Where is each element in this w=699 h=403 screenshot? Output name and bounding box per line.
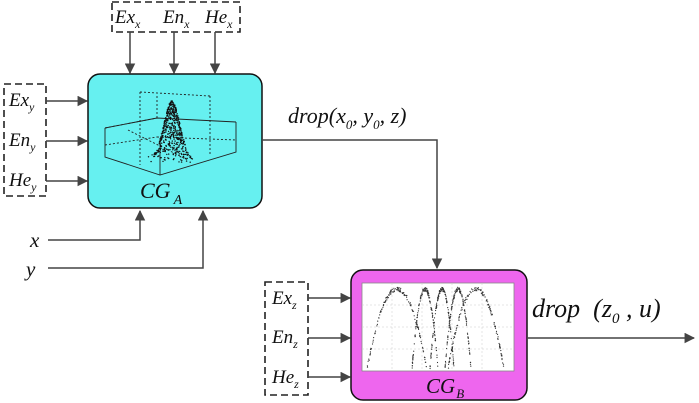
en-x-label: Enx (162, 7, 190, 31)
cg-b-point-cloud (366, 286, 505, 370)
cg-a-point-cloud (147, 100, 194, 163)
cg-b-plot (361, 282, 515, 372)
arrow-y-signal (48, 209, 209, 269)
cg-b-label: CGB (426, 374, 464, 401)
he-y-label: Hey (8, 170, 37, 194)
drop-b-label: drop (z0 , u) (532, 294, 661, 327)
drop-a-label: drop(x0, y0, z) (288, 103, 407, 132)
arrow-x-signal (48, 209, 146, 241)
signal-y-label: y (24, 257, 36, 281)
x-params-box (111, 1, 241, 33)
arrow-a-to-b (262, 139, 443, 270)
cg-a-3d-plot (104, 91, 237, 176)
ex-y-label: Exy (8, 90, 35, 114)
signal-x-label: x (29, 228, 40, 252)
en-z-label: Enz (271, 327, 298, 351)
ex-x-label: Exx (114, 7, 141, 31)
en-y-label: Eny (8, 130, 36, 154)
he-z-label: Hez (271, 367, 299, 391)
he-x-label: Hex (204, 7, 233, 31)
ex-z-label: Exz (271, 288, 297, 312)
